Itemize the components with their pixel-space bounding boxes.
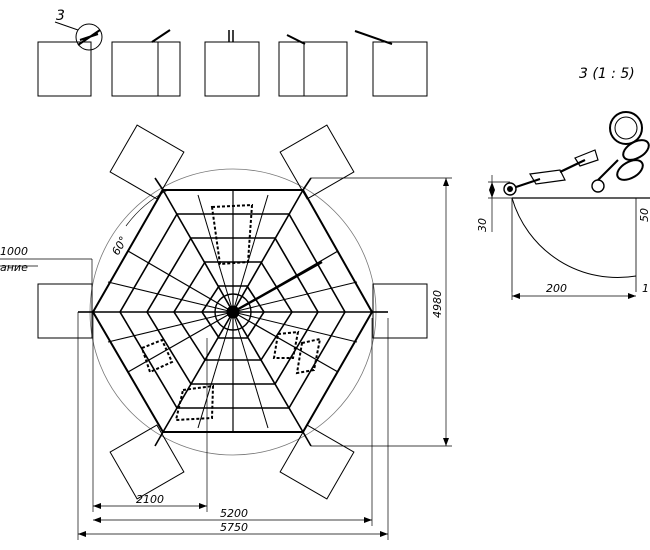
side-views-row xyxy=(37,21,428,97)
anchor-block-right xyxy=(372,283,428,339)
panel-right-1 xyxy=(272,330,300,359)
side-view-block-2 xyxy=(111,41,181,97)
dim-height-4980: 4980 xyxy=(431,290,444,318)
dim-side-1000: 1000 xyxy=(0,245,28,258)
plan-dimensions xyxy=(0,177,452,540)
dim-width-5200: 5200 xyxy=(220,507,248,520)
rope-web xyxy=(78,177,388,447)
dim-side-note: ание xyxy=(0,261,28,274)
detail-dim-30: 30 xyxy=(476,218,489,232)
panel-top xyxy=(210,203,254,266)
anchor-blocks xyxy=(37,124,428,500)
callout-label: 3 xyxy=(56,8,65,24)
detail-dim-50: 50 xyxy=(638,208,650,222)
anchor-block-bottom-left xyxy=(109,424,185,500)
panel-bottom-left xyxy=(174,384,215,422)
center-hub xyxy=(226,305,240,319)
detail-view xyxy=(488,111,650,300)
dim-width-5750: 5750 xyxy=(220,521,248,534)
center-ring xyxy=(214,293,252,331)
anchor-block-bottom-right xyxy=(279,424,355,500)
side-view-block-3 xyxy=(204,41,260,97)
dim-width-2100: 2100 xyxy=(136,493,164,506)
anchor-block-top-right xyxy=(279,124,355,200)
dimension-arrows xyxy=(78,178,449,537)
side-view-block-1 xyxy=(37,41,92,97)
detail-dim-cut: 1 xyxy=(642,282,649,295)
side-view-block-4 xyxy=(278,41,348,97)
callout-circle xyxy=(75,23,103,51)
plan-view xyxy=(37,124,428,500)
panel-left xyxy=(140,338,174,374)
anchor-block-top-left xyxy=(109,124,185,200)
detail-dim-200: 200 xyxy=(546,282,567,295)
detail-arrows xyxy=(489,182,636,299)
side-view-block-5 xyxy=(372,41,428,97)
climbing-panels xyxy=(140,203,322,422)
panel-right-2 xyxy=(295,337,322,375)
detail-title: 3 (1 : 5) xyxy=(579,66,635,82)
anchor-block-left xyxy=(37,283,93,339)
